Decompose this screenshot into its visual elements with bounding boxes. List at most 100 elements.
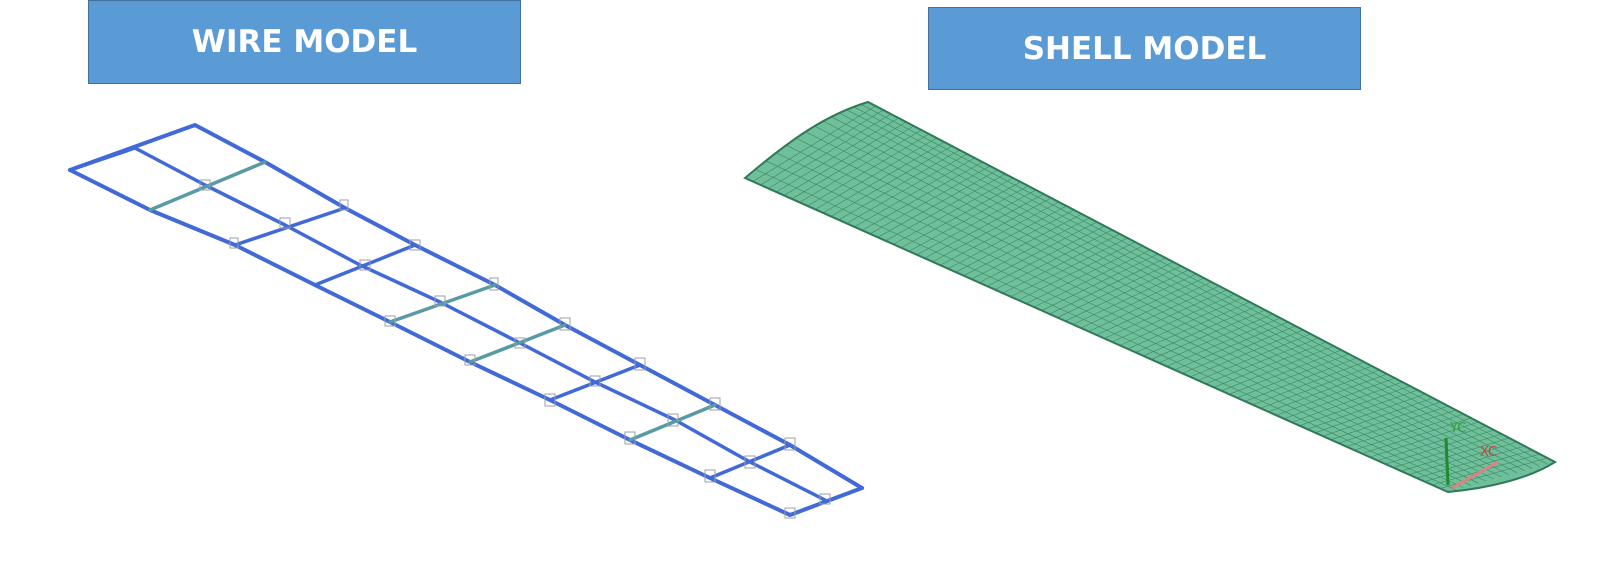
mesh-chordwise-line — [1080, 273, 1197, 329]
wire-model-label: WIRE MODEL — [88, 0, 521, 84]
mesh-chordwise-line — [940, 201, 1059, 266]
mesh-chordwise-line — [1346, 409, 1456, 447]
xc-axis-line — [1451, 460, 1499, 490]
wire-rib — [468, 323, 567, 364]
mesh-chordwise-line — [1088, 277, 1204, 332]
mesh-chordwise-line — [916, 189, 1037, 256]
mesh-chordwise-line — [768, 113, 892, 189]
mesh-spanwise-line — [771, 150, 1472, 486]
mesh-spanwise-line — [762, 159, 1464, 488]
mesh-chordwise-line — [1135, 301, 1250, 353]
mesh-chordwise-line — [901, 181, 1021, 249]
mesh-spanwise-line — [832, 109, 1525, 471]
mesh-chordwise-line — [1252, 361, 1365, 406]
mesh-chordwise-line — [885, 173, 1006, 242]
mesh-chordwise-line — [1354, 413, 1464, 451]
mesh-chordwise-line — [1221, 345, 1334, 392]
wire-middle-spar — [133, 146, 827, 502]
mesh-chordwise-line — [1236, 353, 1350, 399]
mesh-chordwise-line — [1401, 437, 1510, 472]
mesh-spanwise-line — [788, 134, 1487, 482]
mesh-chordwise-line — [1424, 449, 1533, 482]
mesh-spanwise-line — [841, 106, 1533, 469]
shell-axis-triad: YC XC — [1444, 421, 1499, 490]
mesh-chordwise-line — [994, 229, 1113, 290]
mesh-chordwise-line — [838, 149, 960, 221]
yc-axis-label: YC — [1449, 421, 1466, 436]
mesh-chordwise-line — [1057, 261, 1174, 318]
mesh-chordwise-line — [1010, 237, 1128, 297]
mesh-chordwise-line — [1065, 265, 1182, 322]
mesh-chordwise-line — [971, 217, 1090, 280]
mesh-chordwise-line — [1229, 349, 1342, 395]
wire-rib — [313, 243, 417, 287]
mesh-chordwise-line — [893, 177, 1014, 245]
mesh-chordwise-line — [877, 169, 998, 238]
mesh-chordwise-line — [1283, 377, 1395, 420]
mesh-chordwise-line — [1033, 249, 1151, 308]
mesh-chordwise-line — [1166, 317, 1281, 367]
mesh-chordwise-line — [815, 137, 937, 210]
wire-rib — [148, 160, 267, 212]
mesh-chordwise-line — [822, 141, 945, 214]
mesh-chordwise-line — [1072, 269, 1189, 325]
shell-model-label-text: SHELL MODEL — [1022, 30, 1267, 67]
mesh-chordwise-line — [932, 197, 1052, 262]
mesh-chordwise-line — [1385, 429, 1495, 465]
mesh-chordwise-line — [1143, 305, 1258, 357]
mesh-spanwise-line — [823, 112, 1517, 473]
mesh-chordwise-line — [1299, 385, 1411, 426]
mesh-chordwise-line — [1315, 393, 1426, 433]
mesh-chordwise-line — [760, 109, 884, 186]
mesh-chordwise-line — [1049, 257, 1166, 315]
wire-rib — [68, 146, 137, 172]
mesh-chordwise-line — [799, 129, 922, 203]
mesh-chordwise-line — [1244, 357, 1357, 402]
mesh-chordwise-line — [1119, 293, 1235, 346]
mesh-chordwise-line — [1268, 369, 1380, 413]
mesh-chordwise-line — [1291, 381, 1403, 423]
mesh-chordwise-line — [1002, 233, 1121, 294]
mesh-chordwise-line — [1338, 405, 1449, 444]
mesh-chordwise-line — [1151, 309, 1266, 360]
mesh-chordwise-line — [862, 161, 983, 231]
wire-rib — [548, 363, 642, 402]
mesh-chordwise-line — [1213, 341, 1327, 388]
mesh-chordwise-line — [1111, 289, 1227, 343]
mesh-chordwise-line — [1408, 441, 1517, 475]
mesh-chordwise-line — [1260, 365, 1372, 409]
mesh-chordwise-line — [1416, 445, 1525, 479]
mesh-chordwise-line — [1330, 401, 1441, 440]
mesh-chordwise-line — [783, 121, 907, 196]
mesh-chordwise-line — [955, 209, 1075, 273]
mesh-chordwise-line — [947, 205, 1067, 269]
mesh-chordwise-line — [1096, 281, 1212, 336]
mesh-chordwise-line — [1174, 321, 1288, 371]
wire-rib — [628, 403, 717, 442]
mesh-chordwise-line — [1104, 285, 1220, 339]
mesh-spanwise-line — [859, 103, 1548, 465]
mesh-chordwise-line — [1205, 337, 1319, 385]
wire-joint-markers — [199, 179, 831, 519]
mesh-chordwise-line — [1041, 253, 1159, 311]
mesh-chordwise-line — [846, 153, 968, 224]
mesh-chordwise-line — [1190, 329, 1304, 378]
shell-mesh — [752, 103, 1548, 491]
mesh-chordwise-line — [854, 157, 976, 228]
mesh-chordwise-line — [791, 125, 914, 200]
mesh-chordwise-line — [1158, 313, 1273, 364]
wire-model-frame — [68, 123, 864, 517]
mesh-chordwise-line — [1182, 325, 1296, 374]
wire-rib — [708, 443, 792, 480]
mesh-chordwise-line — [869, 165, 991, 235]
mesh-chordwise-line — [1322, 397, 1433, 437]
mesh-chordwise-line — [1361, 417, 1472, 454]
mesh-chordwise-line — [1197, 333, 1311, 381]
wire-rib — [388, 283, 497, 324]
mesh-chordwise-line — [1377, 425, 1487, 461]
yc-axis-line — [1444, 437, 1450, 486]
mesh-chordwise-line — [1026, 245, 1143, 304]
mesh-chordwise-line — [807, 133, 930, 207]
